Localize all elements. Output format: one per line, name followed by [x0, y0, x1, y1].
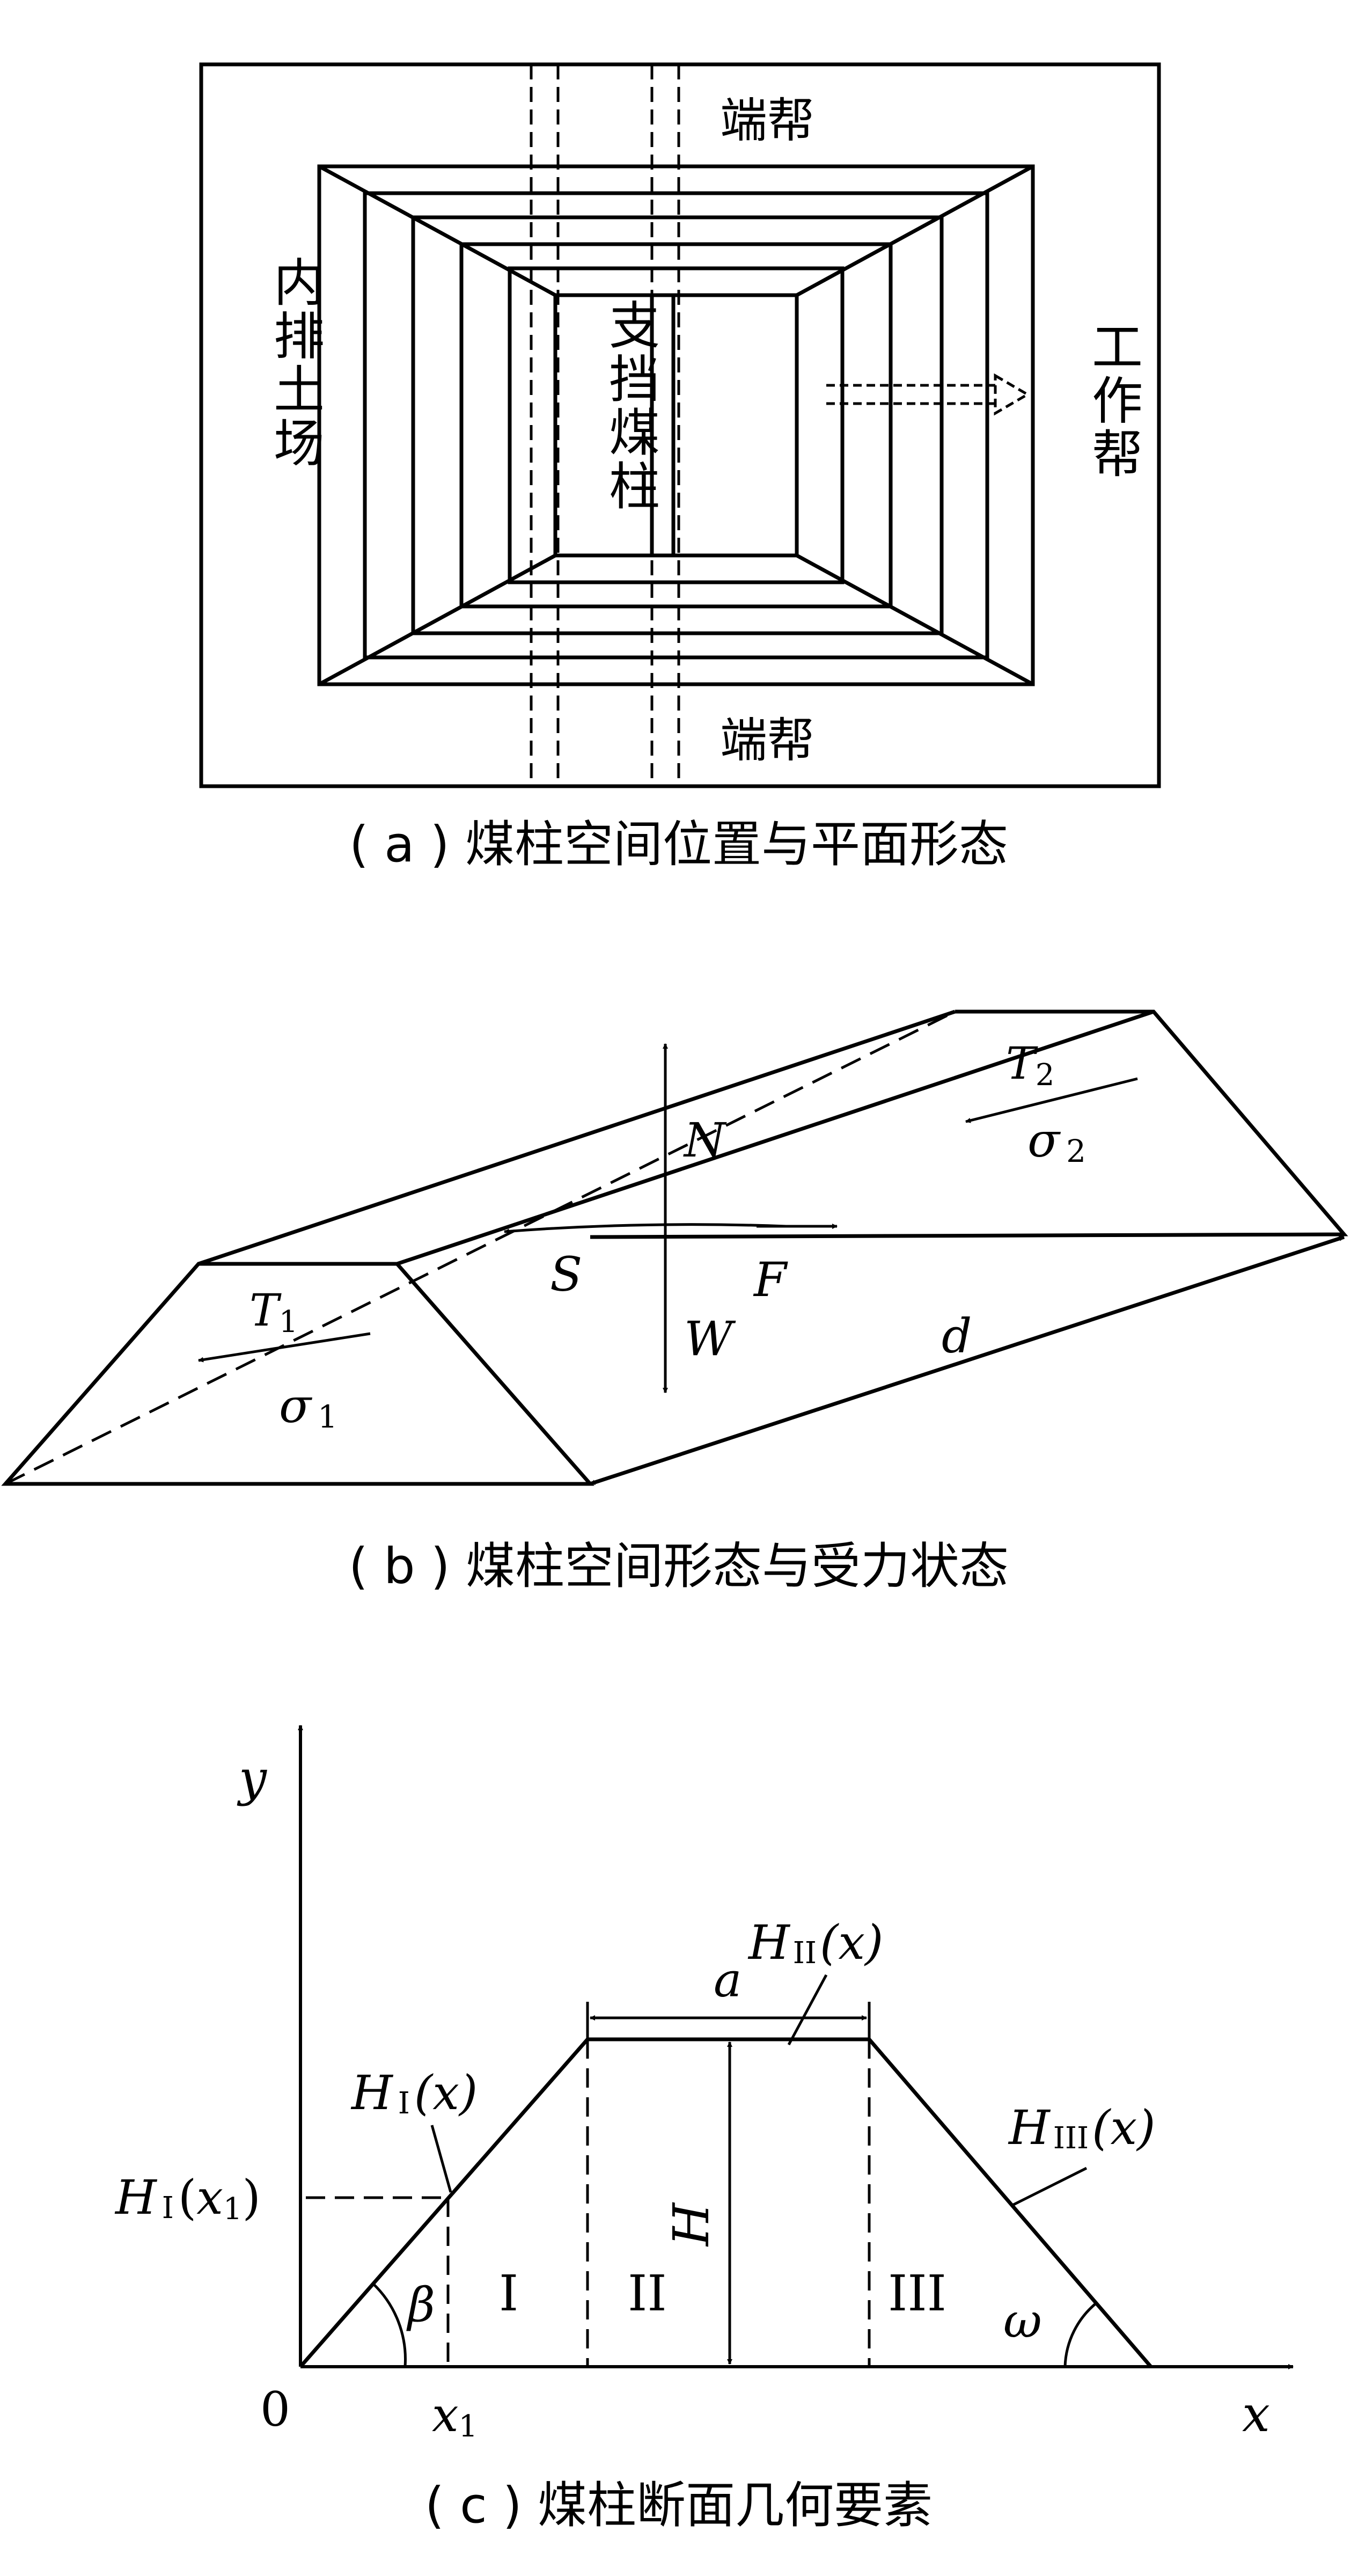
- label-end-wall-top: 端帮: [720, 93, 814, 148]
- label-beta: β: [406, 2277, 435, 2332]
- label-omega: ω: [1003, 2293, 1042, 2348]
- label-H: H: [663, 2202, 720, 2247]
- panel-b-3d-pillar: [1, 1009, 1348, 1486]
- caption-c: ( c ) 煤柱断面几何要素: [425, 2477, 933, 2534]
- corner-diagonal-br: [796, 553, 1034, 686]
- label-zone-II: II: [628, 2265, 667, 2322]
- pillar-top-right-edge: [396, 1009, 1155, 1266]
- bench-5: [508, 266, 845, 584]
- bench-4: [459, 242, 893, 609]
- bench-2: [363, 191, 989, 660]
- label-x1: x1: [432, 2387, 478, 2444]
- corner-diagonal-bl: [318, 553, 556, 686]
- label-zone-III: III: [888, 2265, 946, 2322]
- stress-arrow-T2: [965, 1077, 1138, 1123]
- pillar-top-left-edge: [197, 1009, 956, 1266]
- angle-arc-omega: [1063, 2301, 1098, 2367]
- leader-H3: [1010, 2167, 1088, 2207]
- leader-H2: [787, 1974, 828, 2046]
- label-end-wall-bottom: 端帮: [720, 713, 814, 768]
- label-x-axis: x: [1242, 2385, 1270, 2443]
- label-inner-dump: 内排土场: [274, 254, 325, 473]
- pit-bottom: [553, 293, 799, 558]
- label-support-pillar: 支挡煤柱: [609, 297, 660, 516]
- angle-arc-beta: [372, 2282, 407, 2367]
- pillar-projection: [530, 64, 680, 786]
- leader-H1: [430, 2125, 452, 2193]
- panel-c-cross-section: [298, 1725, 1294, 2369]
- label-T2: T2: [1006, 1038, 1054, 1093]
- advance-arrow: [826, 373, 1030, 416]
- label-F: F: [753, 1252, 788, 1307]
- label-W: W: [684, 1311, 736, 1366]
- caption-b: ( b ) 煤柱空间形态与受力状态: [349, 1538, 1009, 1595]
- panel-a-plan-view: [199, 62, 1161, 788]
- corner-diagonal-tr: [796, 164, 1034, 297]
- length-arrow-d: [589, 1235, 1345, 1486]
- pillar-far-end: [590, 1009, 1348, 1239]
- force-arrow-S: [504, 1223, 787, 1234]
- bench-1: [317, 164, 1035, 686]
- pillar-near-face: [1, 1262, 594, 1486]
- trapezoid-profile: [299, 2037, 1153, 2368]
- label-S: S: [550, 1247, 582, 1302]
- corner-diagonal-tl: [318, 164, 556, 297]
- label-N: N: [683, 1113, 727, 1168]
- caption-a: ( a ) 煤柱空间位置与平面形态: [349, 816, 1008, 873]
- label-d: d: [942, 1308, 972, 1364]
- label-zone-I: I: [499, 2265, 518, 2322]
- label-T1: T1: [249, 1285, 298, 1340]
- label-y-axis: y: [237, 1750, 267, 1807]
- label-origin: 0: [260, 2382, 290, 2437]
- zone-dividers: [306, 2039, 871, 2367]
- stress-arrow-T1: [198, 1332, 371, 1363]
- hidden-edge: [4, 1010, 956, 1485]
- label-a: a: [714, 1952, 742, 2008]
- label-working-face: 工作帮: [1092, 318, 1143, 485]
